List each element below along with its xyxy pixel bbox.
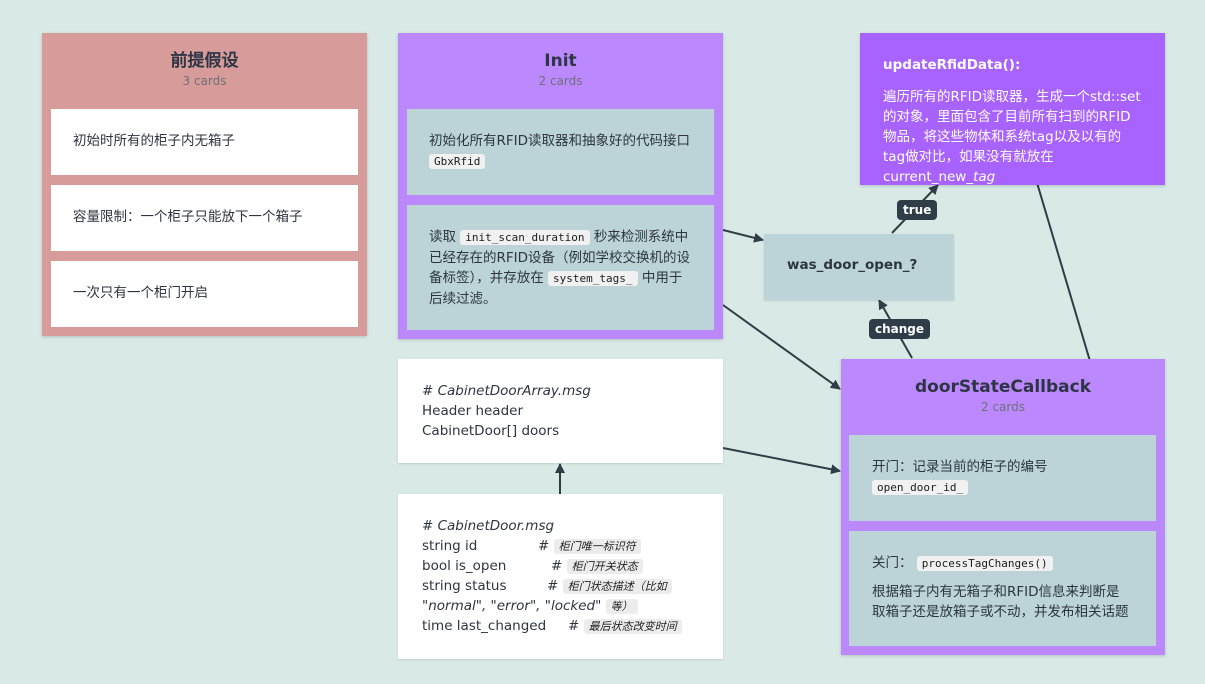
assumption-card-3[interactable]: 一次只有一个柜门开启 (51, 261, 358, 327)
was-door-open-node[interactable]: was_door_open_? (764, 234, 954, 300)
door-msg-header: # CabinetDoor.msg (422, 518, 555, 534)
callback-card-close-prefix: 关门： (872, 555, 913, 571)
cabinet-door-note[interactable]: # CabinetDoor.msg string id # 柜门唯一标识符 bo… (398, 494, 723, 659)
assumption-card-2-text: 容量限制：一个柜子只能放下一个箱子 (73, 209, 303, 225)
edge-init-to-was-door (722, 229, 764, 243)
door-msg-comment-status: 柜门状态描述（比如 (562, 579, 672, 594)
assumption-card-1-text: 初始时所有的柜子内无箱子 (73, 133, 235, 149)
assumption-card-3-text: 一次只有一个柜门开启 (73, 285, 208, 301)
edge-label-true: true (897, 200, 938, 220)
door-array-header: # CabinetDoorArray.msg (422, 383, 591, 399)
door-msg-comment-last-changed: 最后状态改变时间 (583, 619, 682, 634)
was-door-open-label: was_door_open_? (787, 257, 918, 273)
update-rfid-body-italic: tag (973, 169, 996, 185)
init-card-2-code-2: system_tags_ (548, 271, 638, 286)
callback-header: doorStateCallback 2 cards (849, 367, 1157, 427)
assumptions-title: 前提假设 (170, 51, 239, 71)
init-card-1-code: GbxRfid (429, 154, 486, 169)
init-card-2-text-3: 中用于后续过滤。 (429, 270, 683, 307)
door-msg-comment-is-open: 柜门开关状态 (566, 559, 643, 574)
init-card-2-code-1: init_scan_duration (460, 230, 590, 245)
door-msg-field-status: string status # 柜门状态描述（比如 (422, 576, 699, 596)
callback-card-open[interactable]: 开门：记录当前的柜子的编号 open_door_id_ (849, 435, 1156, 521)
update-rfid-title: updateRfidData(): (883, 57, 1021, 73)
init-card-1-text: 初始化所有RFID读取器和抽象好的代码接口 (429, 133, 691, 149)
assumption-card-1[interactable]: 初始时所有的柜子内无箱子 (51, 109, 358, 175)
callback-card-close-code: processTagChanges() (916, 556, 1053, 571)
edge-label-change: change (869, 319, 931, 339)
init-title: Init (544, 51, 577, 71)
assumptions-header: 前提假设 3 cards (50, 41, 359, 101)
callback-card-close-text: 根据箱子内有无箱子和RFID信息来判断是取箱子还是放箱子或不动，并发布相关话题 (872, 584, 1129, 620)
update-rfid-body: 遍历所有的RFID读取器，生成一个std::set的对象，里面包含了目前所有扫到… (883, 87, 1142, 187)
callback-title: doorStateCallback (914, 377, 1092, 397)
init-card-2[interactable]: 读取 init_scan_duration 秒来检测系统中已经存在的RFID设备… (407, 205, 714, 330)
assumption-card-2[interactable]: 容量限制：一个柜子只能放下一个箱子 (51, 185, 358, 251)
door-state-callback-column[interactable]: doorStateCallback 2 cards 开门：记录当前的柜子的编号 … (841, 359, 1165, 655)
cabinet-door-array-note[interactable]: # CabinetDoorArray.msg Header header Cab… (398, 359, 723, 463)
callback-card-close[interactable]: 关门： processTagChanges() 根据箱子内有无箱子和RFID信息… (849, 531, 1156, 646)
init-header: Init 2 cards (406, 41, 715, 101)
init-count: 2 cards (538, 74, 583, 88)
door-msg-field-is-open: bool is_open # 柜门开关状态 (422, 556, 699, 576)
callback-card-open-code: open_door_id_ (872, 480, 969, 495)
assumptions-column[interactable]: 前提假设 3 cards 初始时所有的柜子内无箱子 容量限制：一个柜子只能放下一… (42, 33, 367, 336)
door-array-line-2: CabinetDoor[] doors (422, 423, 560, 439)
edge-door-array-to-callback (722, 447, 841, 475)
update-rfid-node[interactable]: updateRfidData(): 遍历所有的RFID读取器，生成一个std::… (860, 33, 1165, 185)
assumptions-count: 3 cards (182, 74, 227, 88)
update-rfid-body-text: 遍历所有的RFID读取器，生成一个std::set的对象，里面包含了目前所有扫到… (883, 89, 1141, 185)
init-card-1[interactable]: 初始化所有RFID读取器和抽象好的代码接口 GbxRfid (407, 109, 714, 195)
door-msg-field-last-changed: time last_changed # 最后状态改变时间 (422, 616, 699, 636)
door-msg-status-continuation: "normal", "error", "locked" 等） (422, 596, 699, 616)
callback-card-close-line-1: 关门： processTagChanges() (872, 553, 1133, 574)
door-msg-comment-id: 柜门唯一标识符 (553, 539, 641, 554)
callback-count: 2 cards (981, 400, 1025, 414)
init-card-2-text-2: 秒来检测系统中已经存在的RFID设备（例如学校交换机的设备标签），并存放在 (429, 229, 691, 286)
door-array-line-1: Header header (422, 403, 524, 419)
callback-card-open-text: 开门：记录当前的柜子的编号 (872, 459, 1048, 475)
door-msg-field-id: string id # 柜门唯一标识符 (422, 536, 699, 556)
init-card-2-text-1: 读取 (429, 229, 456, 245)
edge-init-to-callback (722, 304, 841, 390)
door-msg-status-end: 等） (605, 599, 638, 614)
init-column[interactable]: Init 2 cards 初始化所有RFID读取器和抽象好的代码接口 GbxRf… (398, 33, 723, 339)
